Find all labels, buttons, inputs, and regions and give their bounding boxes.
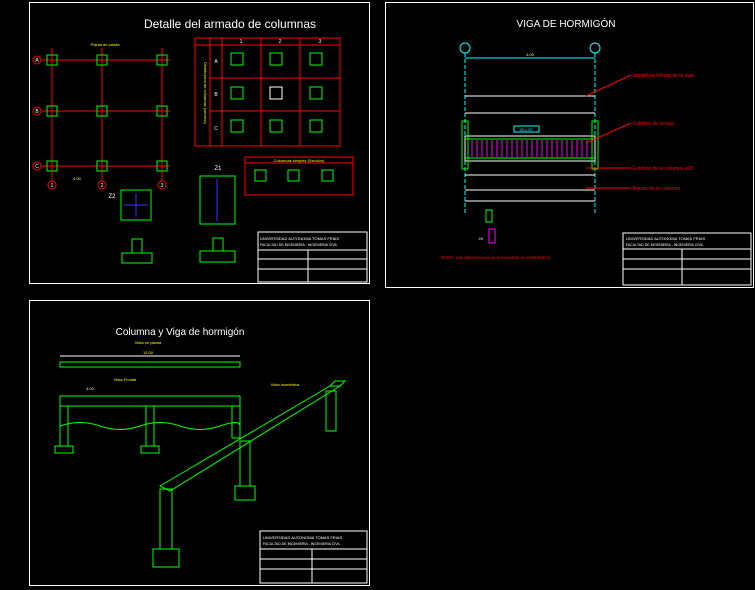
sheet3-title: Columna y Viga de hormigón — [116, 327, 245, 338]
callout-leaders — [585, 74, 632, 189]
row-label-b: B — [35, 109, 39, 115]
sheet3-titleblock: UNIVERSIDAD AUTONOMA TOMAS FRIAS FACULTA… — [259, 530, 368, 584]
table-col-3: 3 — [319, 39, 322, 45]
view-iso-label: Vista Isométrica — [271, 382, 300, 387]
small-table-title: Columnas simples (Sección) — [274, 158, 325, 163]
grid-bubbles — [32, 55, 167, 190]
label-column-bars: Barras de la columna — [633, 186, 680, 192]
total-length: 12.00 — [143, 350, 154, 355]
sheet1-tb-line2: FACULTAD DE INGENIERIA - INGENIERIA CIVI… — [260, 243, 338, 247]
sheet1-title: Detalle del armado de columnas — [144, 17, 316, 31]
sheet-column-beam: Columna y Viga de hormigón Vista en plan… — [29, 300, 370, 586]
span-dimension: 4.00 — [526, 52, 535, 57]
table-col-2: 2 — [279, 39, 282, 45]
view-plan-label: Vista en planta — [135, 340, 162, 345]
z2-elevation — [121, 252, 153, 264]
z2-plan — [120, 189, 152, 221]
sheet1-titleblock: UNIVERSIDAD AUTONOMA TOMAS FRIAS FACULTA… — [257, 231, 368, 283]
table-row-c: C — [214, 126, 218, 132]
sheet-concrete-beam-drawing: VIGA DE HORMIGÓN 4.00 20 x 30 armadura i… — [441, 17, 752, 286]
row-label-c: C — [35, 164, 39, 170]
col-label-2: 2 — [101, 183, 104, 189]
column-section-label: 20 — [479, 236, 484, 241]
col-label-1: 1 — [51, 183, 54, 189]
ground-line — [59, 422, 241, 430]
z1-elevation — [199, 250, 236, 263]
dimension-note: NOTA: Las dimensiones se encuentran en c… — [441, 255, 551, 260]
table-row-a: A — [214, 59, 218, 65]
plan-grid — [42, 48, 170, 181]
sheet2-tb-line2: FACULTAD DE INGENIERIA - INGENIERIA CIVI… — [626, 243, 704, 247]
front-frame — [54, 395, 241, 454]
label-column-stirrups: Estribos de la columna ø20 — [633, 166, 694, 172]
row-label-a: A — [35, 58, 39, 64]
beam-plan — [59, 361, 241, 368]
sheet3-tb-line2: FACULTAD DE INGENIERIA - INGENIERIA CIVI… — [263, 542, 341, 546]
sheet2-titleblock: UNIVERSIDAD AUTONOMA TOMAS FRIAS FACULTA… — [622, 232, 752, 286]
beam-section-label: 20 x 30 — [519, 127, 533, 132]
sheet3-tb-line1: UNIVERSIDAD AUTONOMA TOMAS FRIAS — [263, 535, 342, 540]
plan-columns — [46, 54, 168, 172]
isometric-frame — [152, 380, 347, 568]
plan-title: Planta de planta — [91, 42, 121, 47]
label-beam-stirrups: Estribos de la viga — [633, 121, 674, 127]
z2-label: Z2 — [108, 194, 116, 200]
sheet-column-beam-drawing: Columna y Viga de hormigón Vista en plan… — [54, 327, 368, 584]
sheet2-tb-line1: UNIVERSIDAD AUTONOMA TOMAS FRIAS — [626, 236, 705, 241]
label-bottom-reinforcement: armadura inferior de la viga — [633, 73, 694, 79]
sheet-concrete-beam: VIGA DE HORMIGÓN 4.00 20 x 30 armadura i… — [385, 2, 754, 288]
simple-columns-table: Columnas simples (Sección) — [244, 156, 354, 196]
sheet1-tb-line1: UNIVERSIDAD AUTONOMA TOMAS FRIAS — [260, 236, 339, 241]
table-side-label: Distribucion de columnas (sección) — [203, 62, 208, 125]
z1-plan — [199, 175, 236, 225]
table-col-1: 1 — [240, 39, 243, 45]
front-span: 4.00 — [86, 386, 95, 391]
beam-stirrups — [471, 140, 588, 157]
view-front-label: Vista Frontal — [114, 377, 136, 382]
plan-dim-x: 4.00 — [73, 176, 82, 181]
z1-label: Z1 — [214, 166, 222, 172]
sheet2-title: VIGA DE HORMIGÓN — [517, 17, 616, 30]
col-label-3: 3 — [161, 183, 164, 189]
table-cell-sections — [230, 52, 323, 133]
sheet-column-detail: Detalle del armado de columnas Planta de… — [29, 2, 370, 284]
section-table: 1 2 3 A B C Distribucion de columnas (se… — [194, 37, 341, 147]
sheet-column-detail-drawing: Detalle del armado de columnas Planta de… — [32, 17, 368, 283]
beam-body — [464, 135, 596, 162]
table-row-b: B — [214, 92, 218, 98]
